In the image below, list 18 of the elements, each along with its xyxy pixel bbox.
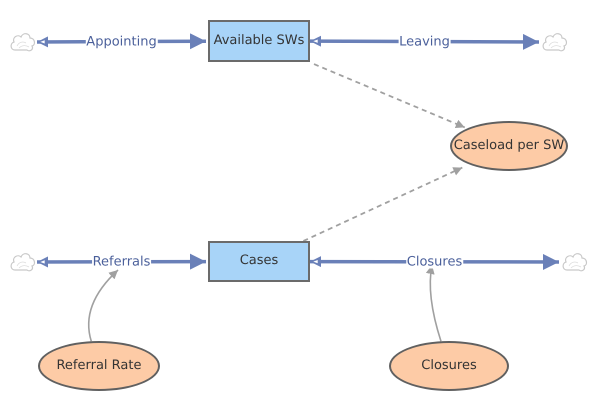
link-arrow xyxy=(88,269,119,342)
node-label: Caseload per SW xyxy=(454,138,564,154)
node-label: Closures xyxy=(421,358,477,374)
link-arrow xyxy=(314,63,466,128)
edge-label: Referrals xyxy=(92,255,152,268)
link-arrow xyxy=(303,166,463,242)
stock-box xyxy=(208,20,310,62)
node-label: Cases xyxy=(240,253,278,270)
cloud-icon xyxy=(9,250,37,274)
cloud-icon xyxy=(541,30,569,54)
node-label: Available SWs xyxy=(214,32,304,50)
stock-box xyxy=(208,241,310,282)
cloud-icon xyxy=(561,250,589,274)
edge-label: Leaving xyxy=(398,35,451,48)
cloud-icon xyxy=(9,30,37,54)
node-label: Referral Rate xyxy=(56,358,142,374)
edge-label: Appointing xyxy=(85,35,158,48)
edge-label: Closures xyxy=(406,255,464,268)
